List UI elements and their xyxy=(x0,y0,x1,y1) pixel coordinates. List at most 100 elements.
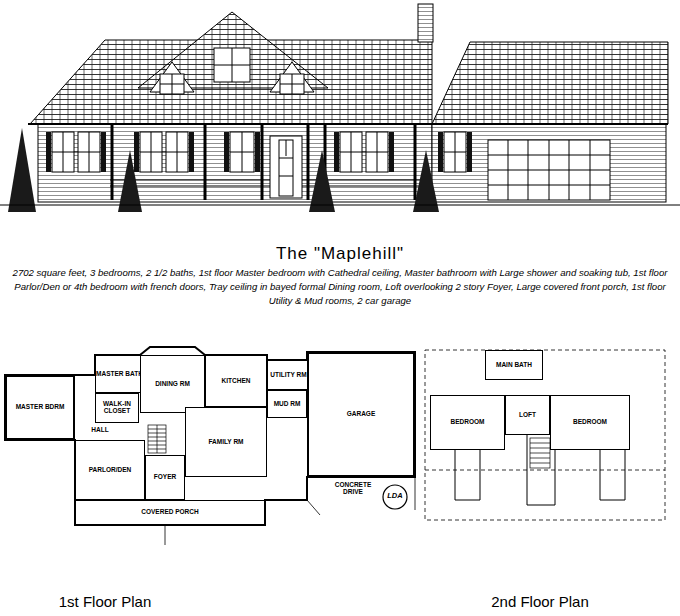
front-door xyxy=(279,140,293,176)
room-box: MASTER BATH xyxy=(95,355,144,393)
house-wall xyxy=(38,124,432,202)
second-floor-dormers xyxy=(600,450,625,500)
shrub-trees xyxy=(118,150,142,212)
room-box: DINING RM xyxy=(140,355,205,413)
logo-text: LDA xyxy=(383,492,407,500)
room-label: BEDROOM xyxy=(451,419,485,426)
porch-posts xyxy=(204,124,207,200)
room-label: FOYER xyxy=(154,474,176,481)
shutters xyxy=(189,132,194,172)
room-box: WALK-IN CLOSET xyxy=(95,393,139,423)
room-label: COVERED PORCH xyxy=(141,509,198,516)
shutters xyxy=(467,132,472,172)
room-label: BEDROOM xyxy=(573,419,607,426)
ground-line xyxy=(0,205,680,206)
garage-door xyxy=(488,140,610,200)
first-floor-walls xyxy=(5,347,415,525)
drive-lines xyxy=(307,477,415,515)
room-box: MAIN BATH xyxy=(485,350,543,380)
second-floor-dormers xyxy=(455,450,480,500)
room-box: MUD RM xyxy=(267,390,307,418)
house-wall xyxy=(432,124,666,202)
garage-door xyxy=(488,140,610,200)
front-door xyxy=(270,136,302,198)
upper-stairs xyxy=(530,443,550,463)
plan-heading: 2nd Floor Plan xyxy=(455,594,625,611)
porch-posts xyxy=(112,124,415,200)
room-box: PARLOR/DEN xyxy=(75,440,145,500)
center-gable xyxy=(160,84,184,85)
house-wall xyxy=(110,180,420,181)
garage-door xyxy=(488,140,610,200)
porch-posts xyxy=(111,124,114,200)
room-box: UTILITY RM xyxy=(267,360,310,390)
room-label: PARLOR/DEN xyxy=(89,467,132,474)
shutters xyxy=(438,132,443,172)
plan-heading: 1st Floor Plan xyxy=(20,594,190,611)
plan-description: 2702 square feet, 3 bedrooms, 2 1/2 bath… xyxy=(8,266,672,308)
second-floor-roofline xyxy=(425,350,665,520)
center-gable xyxy=(214,65,250,66)
shutters xyxy=(134,132,139,172)
stairs xyxy=(148,425,166,453)
shutters xyxy=(255,132,260,172)
roof xyxy=(432,42,668,124)
upper-stairs xyxy=(530,438,550,468)
room-box: FOYER xyxy=(145,455,185,500)
stairs xyxy=(148,425,166,453)
room-label: KITCHEN xyxy=(222,378,251,385)
room-label: MAIN BATH xyxy=(496,362,532,369)
shutters xyxy=(224,132,229,172)
shutters xyxy=(46,132,51,172)
room-box: GARAGE xyxy=(307,352,415,477)
shutters xyxy=(389,132,394,172)
center-gable xyxy=(214,48,250,82)
second-floor-roofline xyxy=(425,350,665,520)
porch-posts xyxy=(261,124,264,200)
shutters xyxy=(101,132,106,172)
room-label: GARAGE xyxy=(347,411,376,418)
room-box: LOFT xyxy=(505,395,550,435)
room-label: MASTER BATH xyxy=(96,371,143,378)
shutters xyxy=(334,132,339,172)
roof xyxy=(30,40,668,124)
shrub-trees xyxy=(309,150,335,212)
shutters xyxy=(46,132,472,172)
front-door xyxy=(270,136,302,198)
room-box: KITCHEN xyxy=(205,355,267,407)
porch-posts xyxy=(307,124,310,200)
room-box: MASTER BDRM xyxy=(5,375,75,440)
windows xyxy=(52,132,466,172)
first-floor-walls xyxy=(5,347,415,525)
drive-lines xyxy=(307,477,415,515)
chimney xyxy=(418,4,433,42)
shrub-trees xyxy=(8,128,439,212)
plan-label: CONCRETE DRIVE xyxy=(328,481,378,495)
upper-stairs xyxy=(530,438,550,468)
shrub-trees xyxy=(413,150,439,212)
room-label: DINING RM xyxy=(155,381,190,388)
entry-walk xyxy=(165,525,166,545)
logo-circle xyxy=(383,485,407,509)
room-label: WALK-IN CLOSET xyxy=(96,401,138,415)
room-label: LOFT xyxy=(519,412,536,419)
windows xyxy=(52,132,466,172)
center-gable xyxy=(280,84,304,85)
house-wall xyxy=(28,123,668,125)
porch-posts xyxy=(414,124,417,200)
room-box: FAMILY RM xyxy=(185,407,267,477)
roof xyxy=(30,40,432,124)
house-wall xyxy=(110,186,420,187)
shrub-trees xyxy=(8,128,36,212)
room-label: MUD RM xyxy=(274,401,301,408)
center-gable xyxy=(138,12,328,94)
second-floor-roofline xyxy=(425,470,665,471)
center-gable xyxy=(160,74,184,94)
room-box: COVERED PORCH xyxy=(75,500,265,525)
room-label: FAMILY RM xyxy=(208,439,243,446)
plan-label: HALL xyxy=(80,426,120,433)
room-box: BEDROOM xyxy=(550,395,630,450)
room-label: MASTER BDRM xyxy=(16,404,65,411)
center-gable xyxy=(280,74,304,94)
